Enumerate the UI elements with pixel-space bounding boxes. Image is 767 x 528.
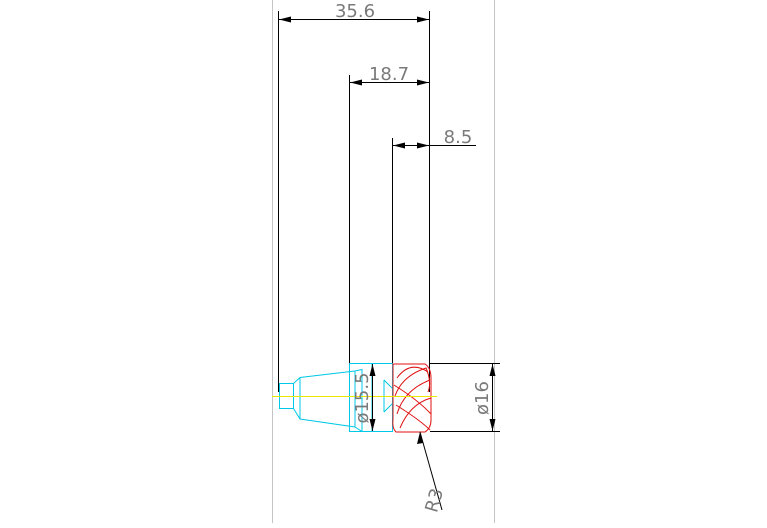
cutter-outline bbox=[392, 363, 432, 433]
flute-4 bbox=[399, 397, 432, 429]
arrowhead-right bbox=[417, 79, 429, 86]
shank-chamfer-bottom bbox=[383, 403, 393, 413]
arrowhead-left bbox=[393, 142, 405, 149]
holder-collet bbox=[293, 368, 363, 433]
flute-3 bbox=[396, 379, 431, 415]
flute-6 bbox=[393, 384, 432, 415]
dimension-cutter-diameter-text: ø16 bbox=[472, 381, 493, 415]
radius-leader-line bbox=[419, 431, 443, 511]
shank-chamfer-top bbox=[383, 379, 393, 389]
arrowhead-bottom bbox=[489, 419, 496, 431]
arrowhead-bottom bbox=[369, 419, 376, 431]
dimension-shank-diameter-text: ø15.5 bbox=[352, 372, 373, 423]
arrowhead-top bbox=[489, 364, 496, 376]
cutter-head bbox=[392, 363, 432, 433]
dimension-overall-length: 35.6 bbox=[278, 1, 430, 392]
arrowhead-right bbox=[417, 142, 429, 149]
arrowhead-top bbox=[369, 364, 376, 376]
dimension-shank-diameter: ø15.5 bbox=[352, 364, 376, 431]
arrowhead-right bbox=[417, 16, 429, 23]
dimension-tip-length: 8.5 bbox=[392, 127, 476, 430]
dimension-mid-length-text: 18.7 bbox=[369, 64, 409, 85]
dimension-overall-length-text: 35.6 bbox=[335, 1, 375, 22]
arrowhead-left bbox=[279, 16, 291, 23]
arrowhead-left bbox=[350, 79, 362, 86]
flute-2 bbox=[394, 367, 431, 397]
tool-holder bbox=[279, 363, 393, 433]
flute-1 bbox=[396, 366, 429, 379]
dimension-corner-radius-text: R3 bbox=[421, 486, 448, 515]
flute-5 bbox=[395, 404, 431, 431]
dimension-corner-radius: R3 bbox=[417, 431, 448, 515]
dimension-cutter-diameter: ø16 bbox=[430, 363, 500, 432]
radius-leader-arrowhead bbox=[417, 432, 423, 444]
dimension-tip-length-text: 8.5 bbox=[444, 127, 473, 148]
